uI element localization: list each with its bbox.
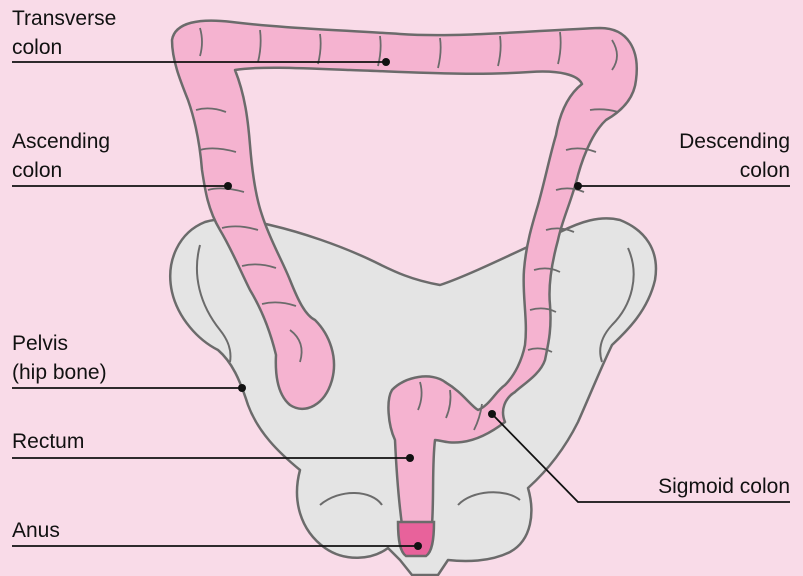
label-rectum: Rectum [12,427,84,456]
leader-dot-pelvis [238,384,246,392]
label-ascending-line2: colon [12,156,110,185]
label-transverse-line2: colon [12,33,116,62]
leader-dot-anus [414,542,422,550]
label-pelvis-line2: (hip bone) [12,358,107,387]
leader-dot-transverse [382,58,390,66]
label-anus: Anus [12,516,60,545]
label-transverse-colon: Transverse colon [12,4,116,62]
label-descending-colon: Descending colon [679,127,790,185]
label-ascending-colon: Ascending colon [12,127,110,185]
leader-dot-ascending [224,182,232,190]
anus-shape [398,522,434,556]
label-pelvis-line1: Pelvis [12,329,107,358]
label-pelvis: Pelvis (hip bone) [12,329,107,387]
leader-dot-sigmoid [488,410,496,418]
label-rectum-line1: Rectum [12,427,84,456]
label-descending-line2: colon [679,156,790,185]
label-transverse-line1: Transverse [12,4,116,33]
label-sigmoid-colon: Sigmoid colon [658,472,790,501]
label-anus-line1: Anus [12,516,60,545]
label-descending-line1: Descending [679,127,790,156]
leader-dot-rectum [406,454,414,462]
leader-dot-descending [574,182,582,190]
label-sigmoid-line1: Sigmoid colon [658,472,790,501]
label-ascending-line1: Ascending [12,127,110,156]
